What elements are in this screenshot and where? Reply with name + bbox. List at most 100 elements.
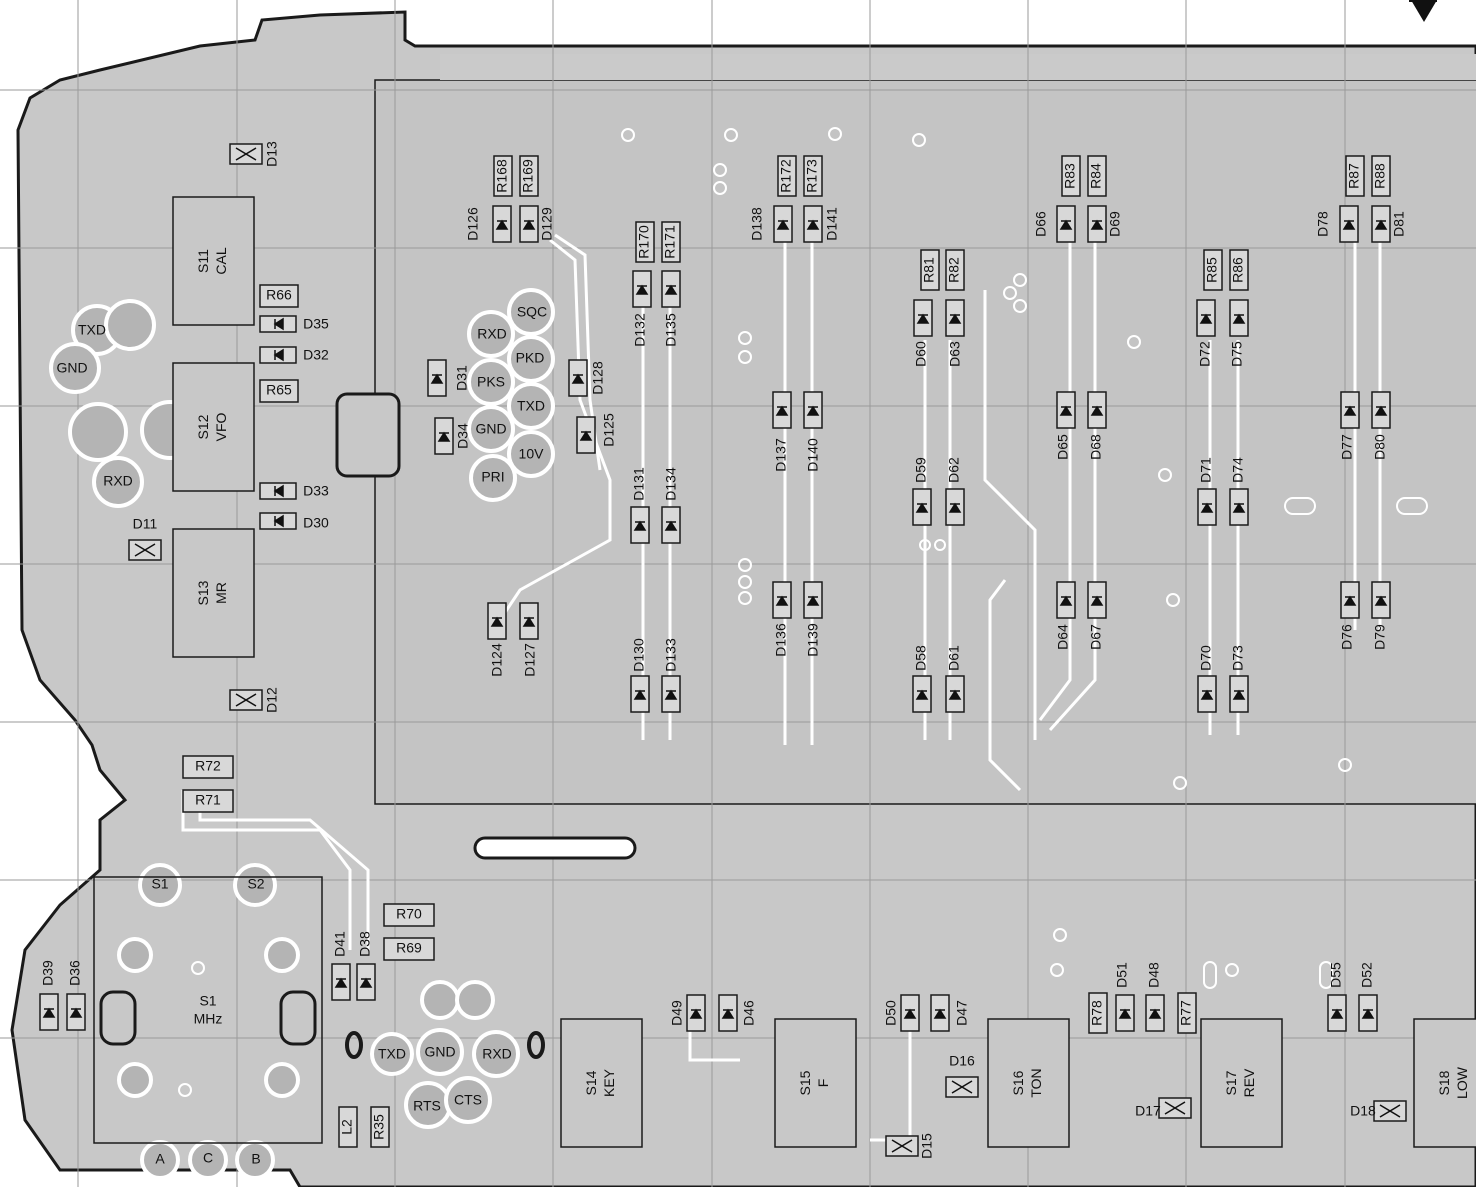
resistor-r171: R171 (661, 221, 681, 263)
diode-label: D133 (663, 638, 679, 672)
resistor-body (777, 155, 797, 197)
diode-d33: D33 (259, 482, 329, 500)
diode-d62: D62 (945, 457, 965, 526)
diode-d75: D75 (1229, 299, 1249, 367)
diode-label: D62 (946, 457, 962, 483)
diode-symbol (915, 502, 929, 513)
resistor-label: R71 (195, 792, 221, 808)
diode-d67: D67 (1087, 581, 1107, 650)
diode-d124: D124 (487, 602, 507, 677)
diode-symbol (1232, 313, 1246, 324)
diode-label: D134 (663, 467, 679, 501)
switch-ref-label: S1 (199, 993, 216, 1009)
diode-label: D72 (1197, 341, 1213, 367)
resistor-r71: R71 (182, 789, 234, 813)
diode-label: D38 (357, 931, 373, 957)
diode-d133: D133 (661, 638, 681, 713)
diode-symbol (633, 520, 647, 531)
diode-symbol (948, 502, 962, 513)
speaker-slot (473, 836, 637, 860)
diode-label: D79 (1372, 624, 1388, 650)
resistor-label: R78 (1089, 1000, 1105, 1026)
diode-d139: D139 (803, 581, 823, 657)
diode-label: D15 (919, 1133, 935, 1159)
switch-func-label: MHz (194, 1011, 223, 1027)
diode-symbol (273, 484, 284, 498)
diode-label: D33 (303, 483, 329, 499)
diode-label: D73 (1230, 645, 1246, 671)
resistor-body (519, 155, 539, 197)
resistor-body (1087, 155, 1107, 197)
diode-label: D50 (883, 1000, 899, 1026)
resistor-body (259, 284, 299, 308)
resistor-body (1345, 155, 1365, 197)
diode-symbol (359, 977, 373, 988)
resistor-body (635, 221, 655, 263)
test-point-rxd-left-label: RXD (103, 473, 133, 489)
diode-symbol (1374, 595, 1388, 606)
test-point-txd-left-label: TXD (78, 322, 106, 338)
switch-func-label: CAL (213, 247, 229, 274)
diode-symbol (1090, 595, 1104, 606)
test-point-sqc-label: SQC (517, 304, 547, 320)
resistor-label: R170 (636, 225, 652, 259)
diode-label: D137 (773, 438, 789, 472)
resistor-body (383, 937, 435, 961)
diode-symbol (664, 689, 678, 700)
diode-symbol (1232, 502, 1246, 513)
diode-symbol (495, 219, 509, 230)
diode-symbol (1200, 689, 1214, 700)
resistor-r70: R70 (383, 903, 435, 927)
resistor-r168: R168 (493, 155, 513, 197)
diode-label: D77 (1339, 434, 1355, 460)
resistor-label: R35 (371, 1114, 387, 1140)
switch-ref-label: S18 (1436, 1070, 1452, 1095)
resistor-r88: R88 (1371, 155, 1391, 197)
orientation-arrow (1411, 0, 1437, 22)
diode-label: D138 (749, 207, 765, 241)
diode-symbol (776, 219, 790, 230)
diode-d64: D64 (1055, 581, 1076, 650)
diode-d13: D13 (229, 141, 280, 167)
diode-symbol (689, 1008, 703, 1019)
test-point-pkd-label: PKD (516, 350, 545, 366)
resistor-label: R88 (1372, 163, 1388, 189)
diode-label: D59 (913, 457, 929, 483)
diode-d63: D63 (945, 299, 965, 367)
diode-label: D64 (1055, 624, 1071, 650)
switch-outline (172, 362, 255, 492)
diode-d81: D81 (1371, 205, 1407, 243)
diode-symbol (721, 1008, 735, 1019)
diode-d76: D76 (1339, 581, 1360, 650)
diode-label: D66 (1033, 211, 1049, 237)
diode-d16: D16 (945, 1053, 979, 1098)
diode-d134: D134 (661, 467, 681, 544)
diode-d17: D17 (1135, 1097, 1192, 1119)
diode-label: D60 (913, 341, 929, 367)
resistor-label: L2 (339, 1119, 355, 1135)
lcd-active-area (440, 54, 1476, 80)
resistor-label: R86 (1230, 257, 1246, 283)
diode-label: D46 (741, 1000, 757, 1026)
diode-label: D126 (465, 207, 481, 241)
diode-d126: D126 (465, 205, 512, 243)
diode-symbol (522, 219, 536, 230)
diode-symbol (1374, 405, 1388, 416)
diode-d65: D65 (1055, 391, 1076, 460)
switch-func-label: MR (213, 582, 229, 604)
resistor-label: R82 (946, 257, 962, 283)
diode-label: D139 (805, 623, 821, 657)
diode-symbol (1379, 1104, 1401, 1118)
resistor-body (1088, 992, 1108, 1034)
resistor-body (182, 755, 234, 779)
